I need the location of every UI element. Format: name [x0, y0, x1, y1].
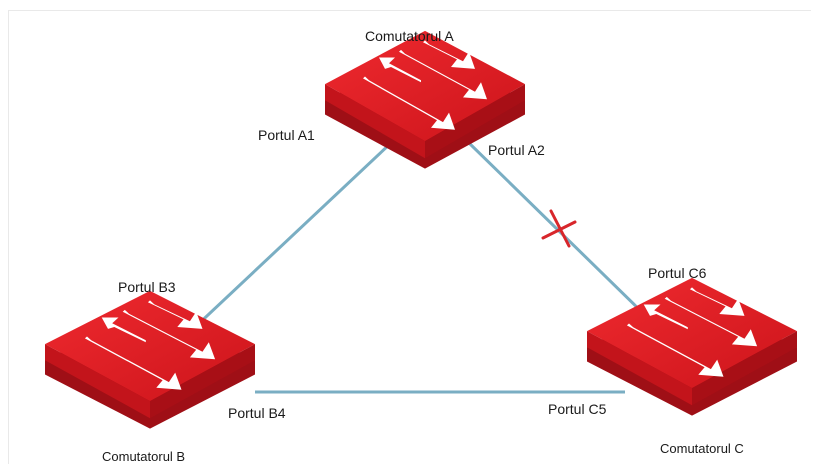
switch-a-label: Comutatorul A: [365, 28, 454, 44]
port-a2-label: Portul A2: [488, 142, 545, 158]
blocked-link-x-icon: [541, 209, 577, 248]
switch-b-icon: [45, 290, 256, 429]
port-a1-label: Portul A1: [258, 127, 315, 143]
port-c6-label: Portul C6: [648, 265, 707, 281]
port-c5-label: Portul C5: [548, 401, 607, 417]
switch-c-icon: [587, 277, 797, 416]
switch-c-label: Comutatorul C: [660, 441, 744, 456]
switch-b-label: Comutatorul B: [102, 449, 186, 464]
diagram-frame: [8, 10, 811, 464]
port-b3-label: Portul B3: [118, 279, 176, 295]
port-b4-label: Portul B4: [228, 405, 286, 421]
link-a1-b3: [190, 140, 394, 332]
